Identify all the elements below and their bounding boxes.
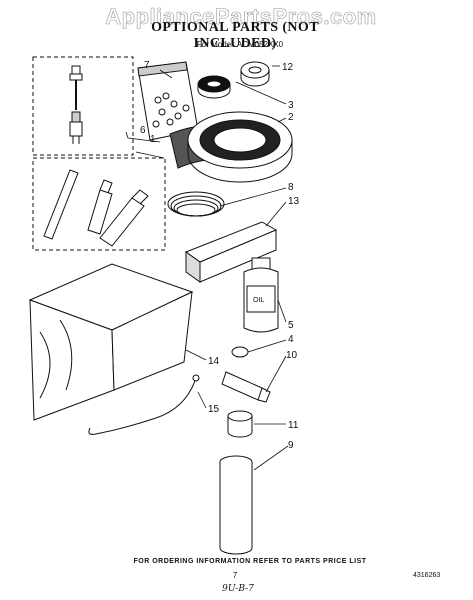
callout-5: 5 (288, 320, 294, 331)
cover (28, 263, 194, 421)
drain-hose (88, 374, 200, 435)
foam-block (184, 221, 278, 283)
model-number: For Model: ACM052XX0 (196, 40, 284, 49)
watermark: AppliancePartsPros.com (105, 4, 377, 30)
coiled-wire (167, 191, 225, 217)
sealant-tube (221, 371, 271, 403)
aerosol-can (219, 455, 253, 555)
callout-7: 7 (144, 60, 150, 71)
small-tape-roll (240, 61, 270, 87)
callout-15: 15 (208, 404, 220, 415)
kit-box-6 (32, 56, 134, 156)
page-number: 7 (232, 571, 238, 580)
callout-3: 3 (288, 100, 294, 111)
diagram-title: OPTIONAL PARTS (NOT INCLUDED) (151, 20, 319, 51)
insulation-roll (169, 111, 293, 183)
bottle-label: OIL (253, 297, 264, 304)
callout-12: 12 (282, 62, 294, 73)
callout-4: 4 (288, 334, 294, 345)
document-number: 4316263 (413, 572, 441, 579)
callout-13: 13 (288, 196, 300, 207)
callout-8: 8 (288, 182, 294, 193)
callout-9: 9 (288, 440, 294, 451)
callout-10: 10 (286, 350, 298, 361)
kit-box-1 (32, 157, 166, 251)
handwritten-note: 9U-B-7 (222, 584, 254, 594)
callout-6: 6 (140, 125, 146, 136)
callout-14: 14 (208, 356, 220, 367)
rubber-plug (231, 346, 249, 358)
callout-2: 2 (288, 112, 294, 123)
foam-tape (197, 75, 231, 99)
oil-bottle (243, 257, 279, 333)
callout-11: 11 (288, 420, 299, 431)
callout-numbers: 1 2 3 4 5 6 7 8 9 10 11 12 13 14 15 OIL (140, 60, 300, 451)
leader-lines (125, 65, 289, 471)
ordering-footnote: FOR ORDERING INFORMATION REFER TO PARTS … (133, 558, 367, 565)
callout-1: 1 (150, 134, 156, 145)
small-can (227, 410, 253, 438)
